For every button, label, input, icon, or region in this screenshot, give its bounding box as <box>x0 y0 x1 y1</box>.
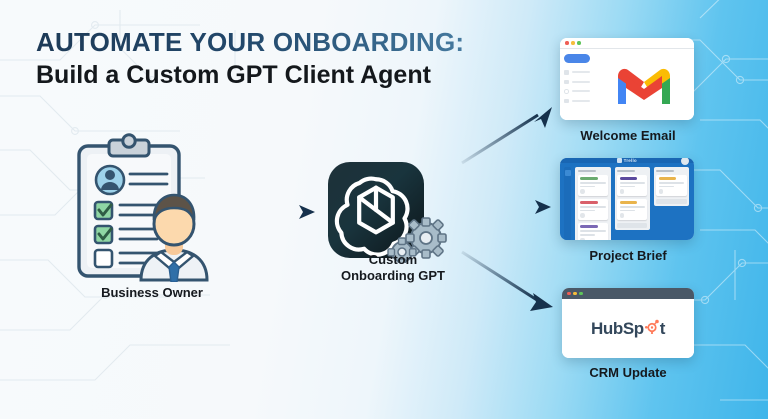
board-header: Trello <box>560 158 694 165</box>
custom-gpt-label: Custom Onboarding GPT <box>310 252 476 284</box>
avatar <box>580 213 585 218</box>
title-line-2: Build a Custom GPT Client Agent <box>36 60 431 89</box>
board-card[interactable] <box>577 198 609 221</box>
avatar <box>681 158 689 165</box>
gmail-logo-area <box>594 49 694 120</box>
sent-icon <box>564 89 569 94</box>
minimize-dot-icon <box>571 41 575 45</box>
hubspot-logo-area: HubSp t <box>562 299 694 358</box>
crm-update-label: CRM Update <box>589 365 667 380</box>
board-card[interactable] <box>577 222 609 240</box>
board-sidebar <box>564 167 572 240</box>
arrow-gpt-to-crm-update <box>461 250 553 311</box>
title-line-1: AUTOMATE YOUR ONBOARDING: <box>36 27 556 58</box>
custom-gpt-label-line-1: Custom <box>368 252 418 267</box>
minimize-dot-icon <box>573 291 577 296</box>
board-list <box>614 167 650 231</box>
add-card-button[interactable] <box>617 222 648 228</box>
custom-gpt-illustration <box>322 158 462 267</box>
label-tag <box>580 225 598 229</box>
list-item <box>564 79 590 84</box>
avatar <box>619 213 625 218</box>
arrow-owner-to-gpt <box>228 205 315 219</box>
custom-gpt-label-line-2: Onboarding GPT <box>341 267 445 283</box>
board-list <box>575 167 611 240</box>
business-owner-illustration <box>62 132 242 283</box>
hubspot-wordmark-end: t <box>659 319 666 338</box>
page-title: AUTOMATE YOUR ONBOARDING: Build a Custom… <box>36 27 556 90</box>
board-card[interactable] <box>617 174 648 197</box>
hubspot-logo-icon: HubSp t <box>591 318 665 339</box>
gear-large-icon <box>405 217 447 259</box>
browser-chrome <box>562 288 694 299</box>
gmail-logo-icon <box>618 68 670 104</box>
business-owner-label: Business Owner <box>101 285 203 300</box>
list-item <box>564 70 590 75</box>
clipboard-businessman-icon <box>77 133 209 283</box>
close-dot-icon <box>567 291 571 296</box>
board-list <box>653 167 689 207</box>
email-window-body <box>560 49 694 120</box>
starred-icon <box>564 79 569 84</box>
avatar <box>580 189 585 194</box>
label-tag <box>619 201 638 205</box>
inbox-icon <box>564 70 569 75</box>
hubspot-wordmark-start: HubSp <box>590 319 644 338</box>
project-brief-card[interactable]: Trello <box>560 158 694 240</box>
compose-button[interactable] <box>564 54 590 63</box>
drafts-icon <box>564 98 569 103</box>
board-body <box>560 163 694 240</box>
add-card-button[interactable] <box>656 198 687 204</box>
crm-update-card[interactable]: HubSp t <box>562 288 694 358</box>
openai-gpt-gears-icon <box>328 162 447 267</box>
gear-small-icon <box>387 237 417 267</box>
board-card[interactable] <box>656 174 687 197</box>
list-item <box>564 89 590 94</box>
close-dot-icon <box>565 41 569 45</box>
hubspot-sprocket-icon <box>644 319 659 334</box>
welcome-email-label: Welcome Email <box>580 128 676 143</box>
board-card[interactable] <box>617 198 648 221</box>
browser-chrome <box>560 38 694 49</box>
avatar <box>580 237 585 240</box>
avatar <box>658 189 664 194</box>
trello-wordmark: Trello <box>623 158 637 163</box>
board-card[interactable] <box>577 174 609 197</box>
label-tag <box>580 177 598 180</box>
maximize-dot-icon <box>577 41 581 45</box>
email-sidebar <box>560 49 594 120</box>
arrow-gpt-to-welcome-email <box>461 107 552 165</box>
project-brief-label: Project Brief <box>589 248 667 263</box>
label-tag <box>580 201 598 205</box>
welcome-email-card[interactable] <box>560 38 694 120</box>
label-tag <box>658 177 677 180</box>
maximize-dot-icon <box>579 291 583 296</box>
label-tag <box>619 177 638 180</box>
avatar <box>619 189 625 194</box>
trello-board-icon: Trello <box>560 158 694 240</box>
list-item <box>564 98 590 103</box>
trello-logo-icon: Trello <box>617 158 637 163</box>
arrow-gpt-to-project-brief <box>470 200 551 214</box>
